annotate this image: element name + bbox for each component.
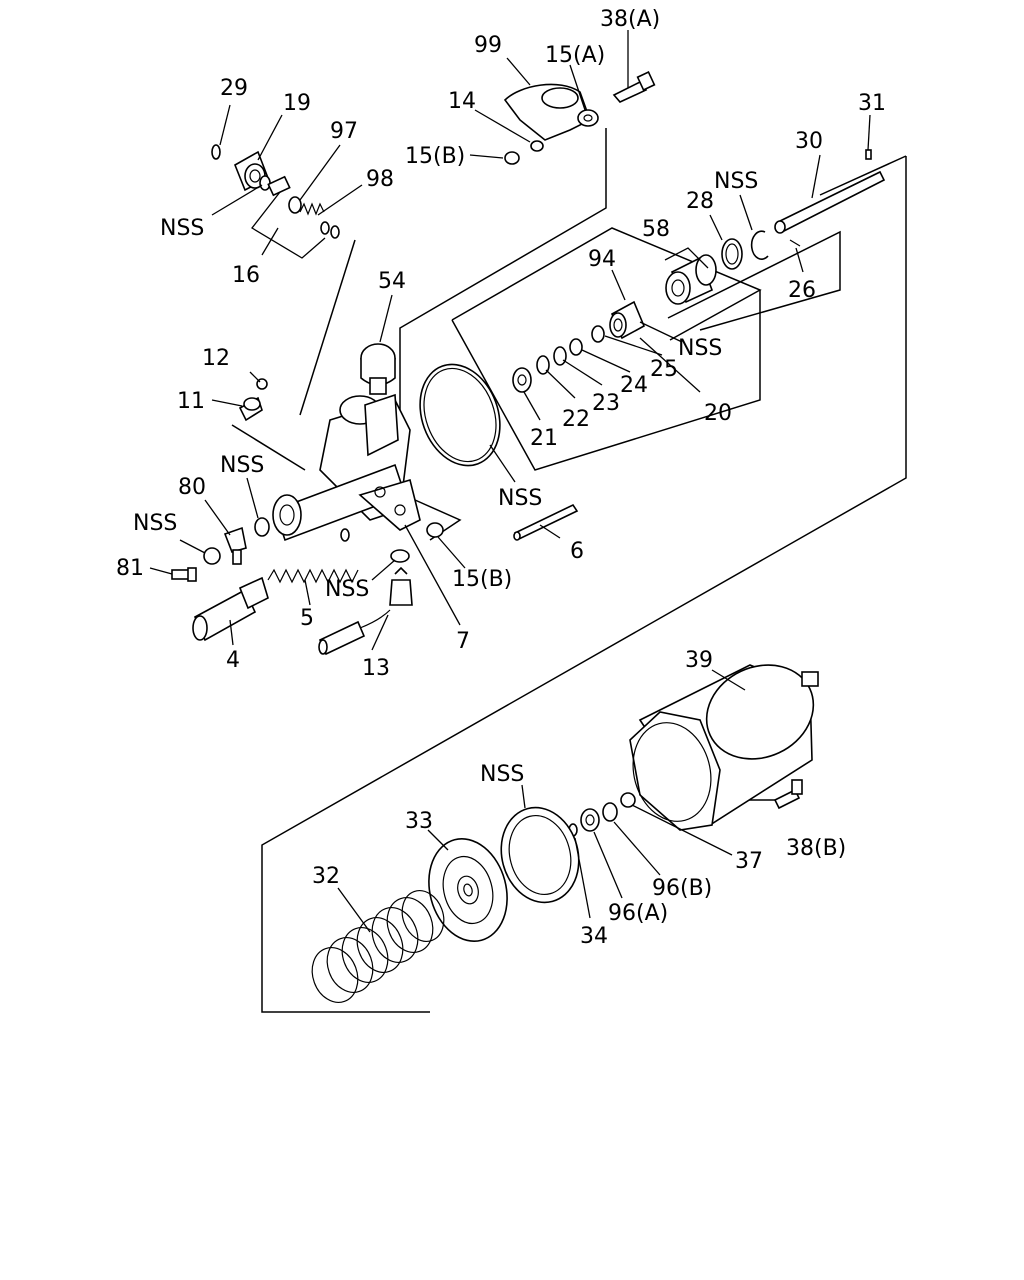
label-15b-mid: 15(B) (452, 567, 512, 592)
nut-15a (577, 109, 599, 127)
ring-28 (721, 238, 743, 270)
nut-15b-top (504, 151, 520, 165)
label-15a: 15(A) (545, 43, 605, 68)
o-ring-nss (419, 363, 501, 467)
label-15b-top: 15(B) (405, 144, 465, 169)
washer-21 (512, 367, 532, 393)
washer-96a (580, 808, 600, 832)
fitting-11 (238, 396, 263, 422)
control-valve-housing (272, 393, 421, 542)
label-16: 16 (232, 263, 260, 288)
label-25: 25 (650, 357, 678, 382)
label-32: 32 (312, 864, 340, 889)
bolt-38b (773, 779, 803, 810)
label-94: 94 (588, 247, 616, 272)
spring-5 (267, 568, 359, 584)
label-54: 54 (378, 269, 406, 294)
label-80: 80 (178, 475, 206, 500)
rod-30 (774, 149, 886, 234)
washer-nss-81 (203, 547, 221, 565)
bolt-38a (612, 71, 656, 103)
label-34: 34 (580, 924, 608, 949)
diaphragm-33 (428, 838, 508, 942)
bolt-81 (171, 567, 197, 582)
pin-6 (513, 503, 579, 541)
label-30: 30 (795, 129, 823, 154)
label-nss-16: NSS (160, 216, 204, 241)
label-14: 14 (448, 89, 476, 114)
label-96b: 96(B) (652, 876, 712, 901)
label-98: 98 (366, 167, 394, 192)
label-39: 39 (685, 648, 713, 673)
label-20: 20 (704, 401, 732, 426)
label-31: 31 (858, 91, 886, 116)
pin-29 (211, 144, 221, 160)
nut-15b-mid (426, 522, 444, 538)
breather-54 (360, 343, 396, 395)
label-11: 11 (177, 389, 205, 414)
plunger-4 (192, 576, 269, 642)
spring-97-98 (288, 196, 340, 239)
label-nss-oring: NSS (498, 486, 542, 511)
ring-24 (569, 338, 583, 356)
nut-37 (620, 792, 636, 808)
part-number-labels: 38(A) 99 15(A) 14 15(B) 29 19 97 98 NSS … (116, 7, 886, 949)
label-37: 37 (735, 849, 763, 874)
label-12: 12 (202, 346, 230, 371)
switch-13 (318, 566, 413, 656)
cylinder-39 (638, 664, 819, 827)
snap-ring-nss (750, 230, 769, 260)
leader-lines (149, 30, 871, 933)
label-24: 24 (620, 373, 648, 398)
piston-94 (609, 300, 646, 340)
label-99: 99 (474, 33, 502, 58)
label-29: 29 (220, 76, 248, 101)
label-nss-13: NSS (325, 577, 369, 602)
label-58: 58 (642, 217, 670, 242)
label-33: 33 (405, 809, 433, 834)
ring-22 (536, 355, 550, 375)
label-96a: 96(A) (608, 901, 668, 926)
spring-32 (311, 890, 445, 1003)
washer-96b (602, 802, 618, 822)
label-23: 23 (592, 391, 620, 416)
label-nss-80: NSS (220, 453, 264, 478)
label-4: 4 (226, 648, 240, 673)
washer-14 (530, 140, 544, 152)
flange-37 (629, 711, 721, 831)
ring-58b (695, 254, 717, 286)
bracket-99 (503, 83, 591, 141)
label-nss-81: NSS (133, 511, 177, 536)
label-38b: 38(B) (786, 836, 846, 861)
label-nss-seal: NSS (480, 762, 524, 787)
label-13: 13 (362, 656, 390, 681)
label-19: 19 (283, 91, 311, 116)
label-nss-25: NSS (678, 336, 722, 361)
label-28: 28 (686, 189, 714, 214)
label-21: 21 (530, 426, 558, 451)
ring-nss-16 (259, 175, 291, 197)
washer-nss-13 (390, 549, 410, 563)
washer-nss-80 (254, 517, 270, 537)
ring-23 (553, 346, 567, 366)
label-26: 26 (788, 278, 816, 303)
label-nss-28: NSS (714, 169, 758, 194)
label-6: 6 (570, 539, 584, 564)
label-7: 7 (456, 629, 470, 654)
label-22: 22 (562, 407, 590, 432)
label-5: 5 (300, 606, 314, 631)
ring-small-5 (340, 528, 350, 542)
label-38a: 38(A) (600, 7, 660, 32)
elbow-80 (223, 526, 247, 565)
label-97: 97 (330, 119, 358, 144)
ring-25 (591, 325, 605, 343)
pin-26 (789, 239, 801, 247)
label-81: 81 (116, 556, 144, 581)
